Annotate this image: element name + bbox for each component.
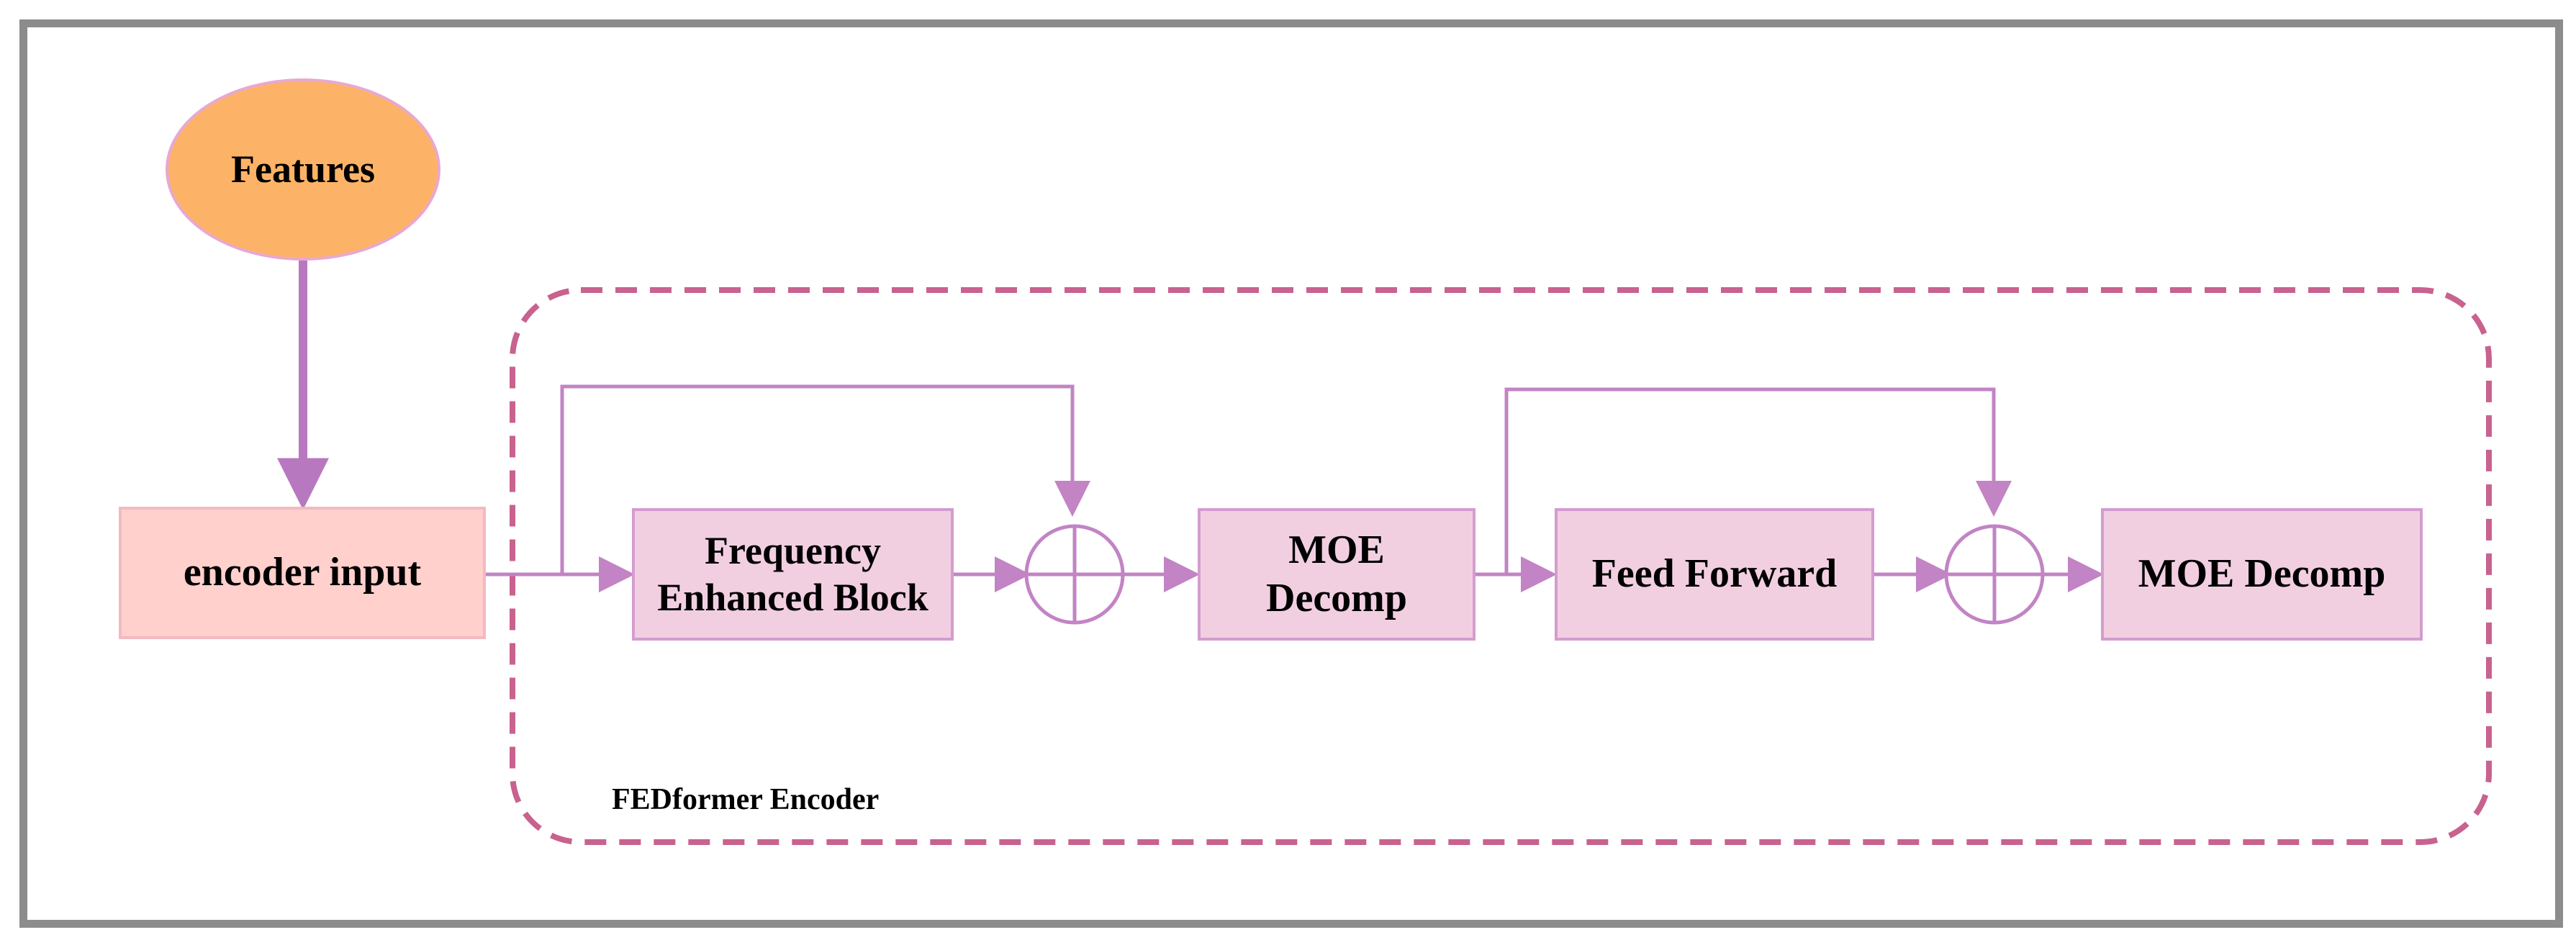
features-label: Features [231, 148, 375, 191]
sum-circle-icon [1944, 524, 2045, 625]
freq-block-label-line1: Frequency [705, 529, 881, 573]
feed-forward-label: Feed Forward [1591, 551, 1838, 597]
moe-decomp-node-1: MOE Decomp [1198, 508, 1475, 641]
features-node: Features [166, 78, 440, 261]
sum-circle-icon [1024, 524, 1125, 625]
frequency-enhanced-block-node: Frequency Enhanced Block [632, 508, 954, 641]
moe-decomp-node-2: MOE Decomp [2101, 508, 2423, 641]
freq-block-label-line2: Enhanced Block [657, 576, 928, 619]
fedformer-encoder-group [510, 287, 2492, 845]
moe-decomp-1-label-line2: Decomp [1266, 576, 1407, 620]
moe-decomp-1-label-line1: MOE [1288, 527, 1385, 572]
moe-decomp-2-label: MOE Decomp [2138, 551, 2386, 597]
encoder-input-label: encoder input [183, 550, 422, 595]
encoder-input-node: encoder input [119, 507, 486, 639]
residual-path-1 [560, 384, 1090, 574]
residual-path-2 [1504, 387, 2012, 574]
fedformer-encoder-label: FEDformer Encoder [612, 782, 880, 816]
figure-frame [19, 19, 2563, 928]
feed-forward-node: Feed Forward [1555, 508, 1874, 641]
